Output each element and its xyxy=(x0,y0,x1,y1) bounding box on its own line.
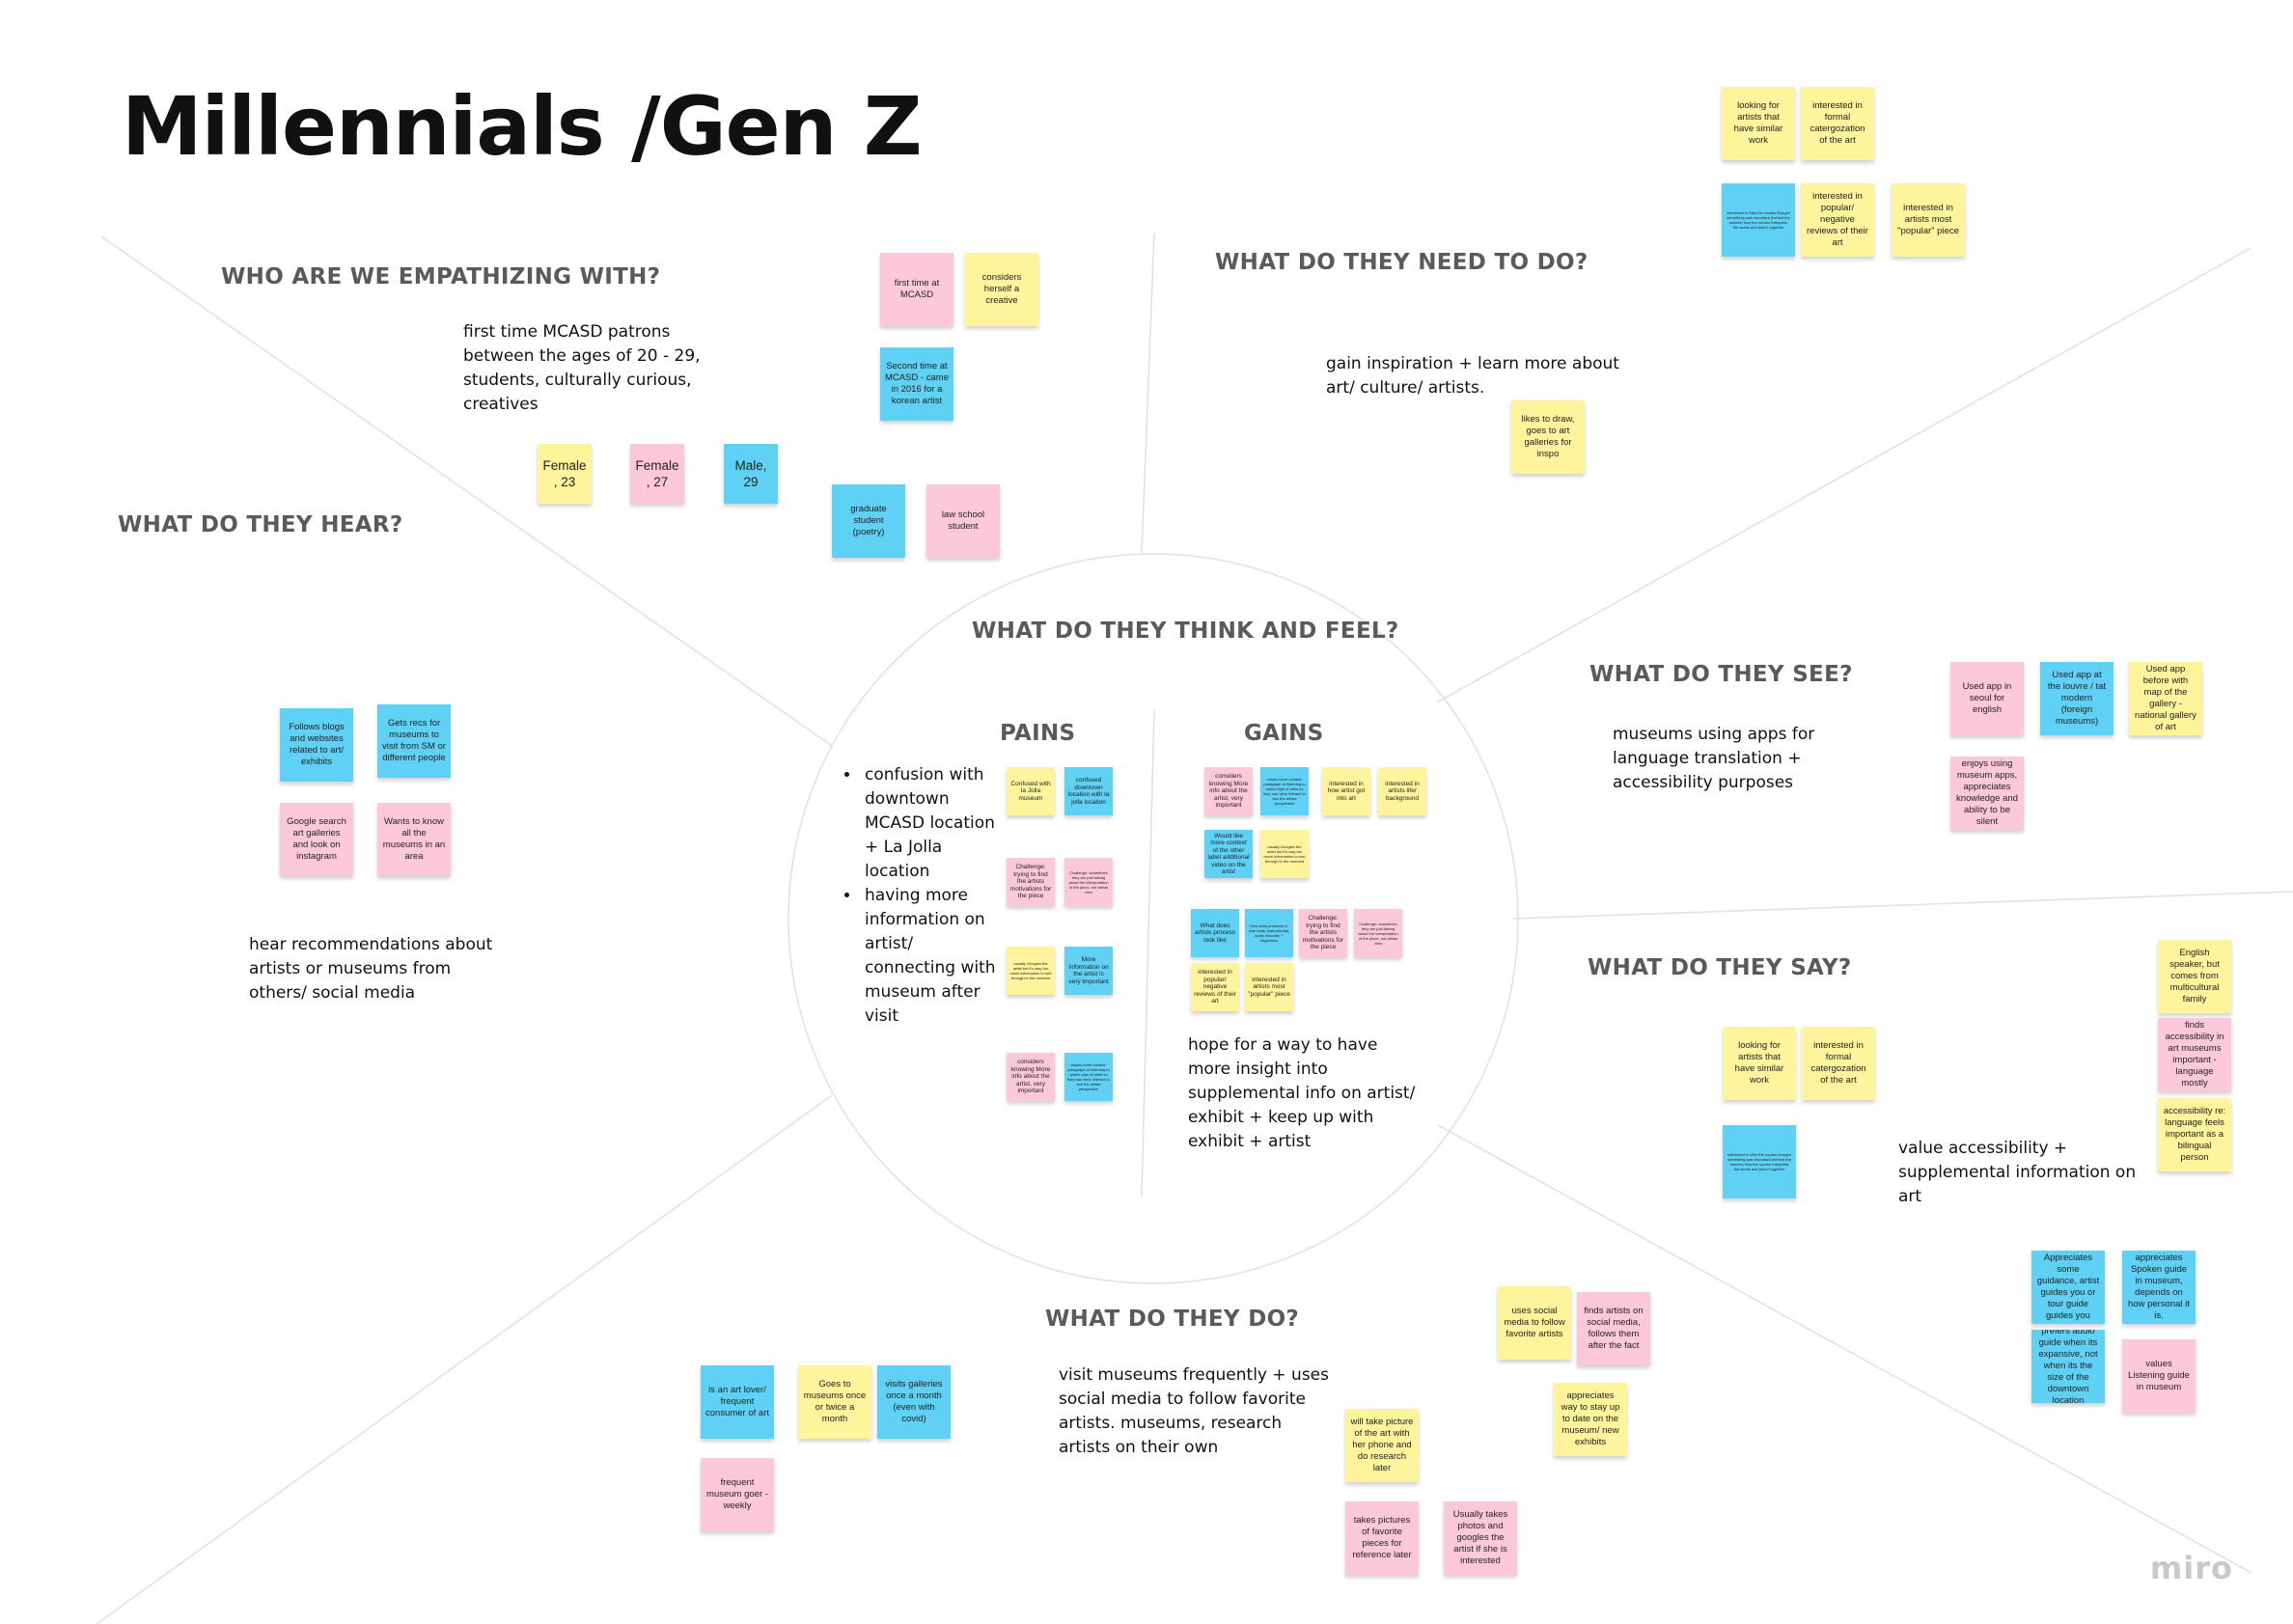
heading-gains: GAINS xyxy=(1244,721,1324,746)
sticky-note[interactable]: Female, 27 xyxy=(630,444,684,504)
see-description: museums using apps for language translat… xyxy=(1613,725,1815,792)
sticky-note[interactable]: usually Googles the artist but it's way … xyxy=(1260,830,1309,878)
sticky-note[interactable]: likes to draw, goes to art galleries for… xyxy=(1511,400,1585,474)
sticky-note[interactable]: prefers audio guide when its expansive, … xyxy=(2031,1330,2105,1403)
sticky-note[interactable]: appreciates way to stay up to date on th… xyxy=(1554,1383,1627,1456)
divider-right xyxy=(1512,891,2293,920)
sticky-note[interactable]: visits galleries once a month (even with… xyxy=(877,1365,951,1439)
sticky-note[interactable]: values more context: paragraph or listen… xyxy=(1064,1053,1113,1101)
sticky-note[interactable]: Goes to museums once or twice a month xyxy=(798,1365,871,1439)
sticky-note[interactable]: Follows blogs and websites related to ar… xyxy=(280,708,353,782)
gains-description: hope for a way to have more insight into… xyxy=(1188,1035,1416,1151)
sticky-note[interactable]: Would like more context of the other lab… xyxy=(1204,830,1253,878)
sticky-note[interactable]: Challenge: trying to find the artists mo… xyxy=(1299,909,1347,957)
do-description: visit museums frequently + uses social m… xyxy=(1059,1365,1329,1457)
pains-bullet-list: confusion with downtown MCASD location +… xyxy=(842,763,996,1029)
sticky-note[interactable]: is an art lover/ frequent consumer of ar… xyxy=(701,1365,774,1439)
divider-top-left xyxy=(100,235,833,747)
sticky-note[interactable]: interested in artists most "popular" pie… xyxy=(1892,183,1965,257)
sticky-note[interactable]: interested in Why the curator thought so… xyxy=(1722,183,1795,257)
sticky-note[interactable]: How artist produces it: own tools, instr… xyxy=(1245,909,1293,957)
divider-bottom-right xyxy=(1437,1124,2252,1574)
sticky-note[interactable]: takes pictures of favorite pieces for re… xyxy=(1345,1501,1419,1575)
sticky-note[interactable]: finds accessibility in art museums impor… xyxy=(2158,1018,2231,1091)
heading-see: WHAT DO THEY SEE? xyxy=(1589,662,1853,687)
sticky-note[interactable]: accessibility re: language feels importa… xyxy=(2158,1098,2231,1171)
sticky-note[interactable]: interested in popular/ negative reviews … xyxy=(1801,183,1874,257)
sticky-note[interactable]: What does artists process look like xyxy=(1191,909,1239,957)
need-description: gain inspiration + learn more about art/… xyxy=(1326,354,1619,398)
sticky-note[interactable]: Usually takes photos and googles the art… xyxy=(1444,1501,1517,1575)
sticky-note[interactable]: first time at MCASD xyxy=(880,253,953,326)
sticky-note[interactable]: Used app in seoul for english xyxy=(1950,662,2024,735)
sticky-note[interactable]: will take picture of the art with her ph… xyxy=(1345,1409,1419,1482)
sticky-note[interactable]: Challenge: sometimes they are just talki… xyxy=(1064,858,1113,906)
divider-bottom-left xyxy=(96,1094,833,1624)
heading-need: WHAT DO THEY NEED TO DO? xyxy=(1215,250,1589,275)
heading-who: WHO ARE WE EMPATHIZING WITH? xyxy=(221,264,661,289)
pains-bullet: having more information on artist/ conne… xyxy=(861,884,996,1029)
sticky-note[interactable]: Appreciates some guidance, artist guides… xyxy=(2031,1251,2105,1324)
sticky-note[interactable]: values more context: paragraph or listen… xyxy=(1260,767,1309,815)
heading-think: WHAT DO THEY THINK AND FEEL? xyxy=(972,619,1399,644)
sticky-note[interactable]: interested in formal catergozation of th… xyxy=(1802,1027,1875,1100)
sticky-note[interactable]: confused downtown location with la jolla… xyxy=(1064,767,1113,815)
sticky-note[interactable]: Female, 23 xyxy=(538,444,592,504)
hear-description: hear recommendations about artists or mu… xyxy=(249,935,493,1003)
sticky-note[interactable]: interested in how artist got into art xyxy=(1322,767,1370,815)
sticky-note[interactable]: enjoys using museum apps, appreciates kn… xyxy=(1950,757,2024,830)
who-description: first time MCASD patrons between the age… xyxy=(463,322,701,414)
sticky-note[interactable]: English speaker, but comes from multicul… xyxy=(2158,940,2231,1013)
miro-logo: miro xyxy=(2149,1550,2233,1586)
sticky-note[interactable]: values Listening guide in museum xyxy=(2122,1339,2196,1413)
sticky-note[interactable]: Challenge: sometimes they are just talki… xyxy=(1354,909,1402,957)
sticky-note[interactable]: looking for artists that have similar wo… xyxy=(1723,1027,1796,1100)
sticky-note[interactable]: law school student xyxy=(926,484,1000,558)
sticky-note[interactable]: interested in artists most "popular" pie… xyxy=(1245,963,1293,1011)
pains-bullet: confusion with downtown MCASD location +… xyxy=(861,763,996,884)
sticky-note[interactable]: Used app at the louvre / tat modern (for… xyxy=(2040,662,2113,735)
sticky-note[interactable]: Google search art galleries and look on … xyxy=(280,803,353,876)
sticky-note[interactable]: interested in Why the curator thought so… xyxy=(1723,1125,1796,1198)
sticky-note[interactable]: Gets recs for museums to visit from SM o… xyxy=(377,704,451,778)
heading-say: WHAT DO THEY SAY? xyxy=(1588,955,1852,980)
heading-pains: PAINS xyxy=(1000,721,1076,746)
sticky-note[interactable]: Used app before with map of the gallery … xyxy=(2129,662,2202,735)
divider-top xyxy=(1141,233,1155,555)
sticky-note[interactable]: Wants to know all the museums in an area xyxy=(377,803,451,876)
sticky-note[interactable]: interested in popular/ negative reviews … xyxy=(1191,963,1239,1011)
sticky-note[interactable]: Male, 29 xyxy=(724,444,778,504)
divider-center xyxy=(1141,708,1155,1197)
sticky-note[interactable]: looking for artists that have similar wo… xyxy=(1722,87,1795,160)
sticky-note[interactable]: considers knowing More info about the ar… xyxy=(1007,1053,1055,1101)
sticky-note[interactable]: considers knowing More info about the ar… xyxy=(1204,767,1253,815)
sticky-note[interactable]: Confused with la Jolla museum xyxy=(1007,767,1055,815)
sticky-note[interactable]: Second time at MCASD - came in 2016 for … xyxy=(880,347,953,421)
sticky-note[interactable]: usually Googles the artist but it's way … xyxy=(1007,947,1055,995)
sticky-note[interactable]: appreciates Spoken guide in museum, depe… xyxy=(2122,1251,2196,1324)
board-title: Millennials /Gen Z xyxy=(122,79,923,174)
sticky-note[interactable]: frequent museum goer - weekly xyxy=(701,1458,774,1531)
sticky-note[interactable]: More information on the artist is very i… xyxy=(1064,947,1113,995)
sticky-note[interactable]: interested in artists life/ background xyxy=(1378,767,1426,815)
sticky-note[interactable]: graduate student (poetry) xyxy=(832,484,905,558)
sticky-note[interactable]: interested in formal catergozation of th… xyxy=(1801,87,1874,160)
sticky-note[interactable]: finds artists on social media, follows t… xyxy=(1577,1292,1650,1365)
sticky-note[interactable]: Challenge: trying to find the artists mo… xyxy=(1007,858,1055,906)
say-description: value accessibility + supplemental infor… xyxy=(1898,1139,2137,1206)
divider-top-right xyxy=(1436,247,2252,703)
sticky-note[interactable]: uses social media to follow favorite art… xyxy=(1498,1286,1571,1360)
heading-hear: WHAT DO THEY HEAR? xyxy=(118,512,403,537)
heading-do: WHAT DO THEY DO? xyxy=(1045,1307,1300,1332)
sticky-note[interactable]: considers herself a creative xyxy=(965,253,1038,326)
